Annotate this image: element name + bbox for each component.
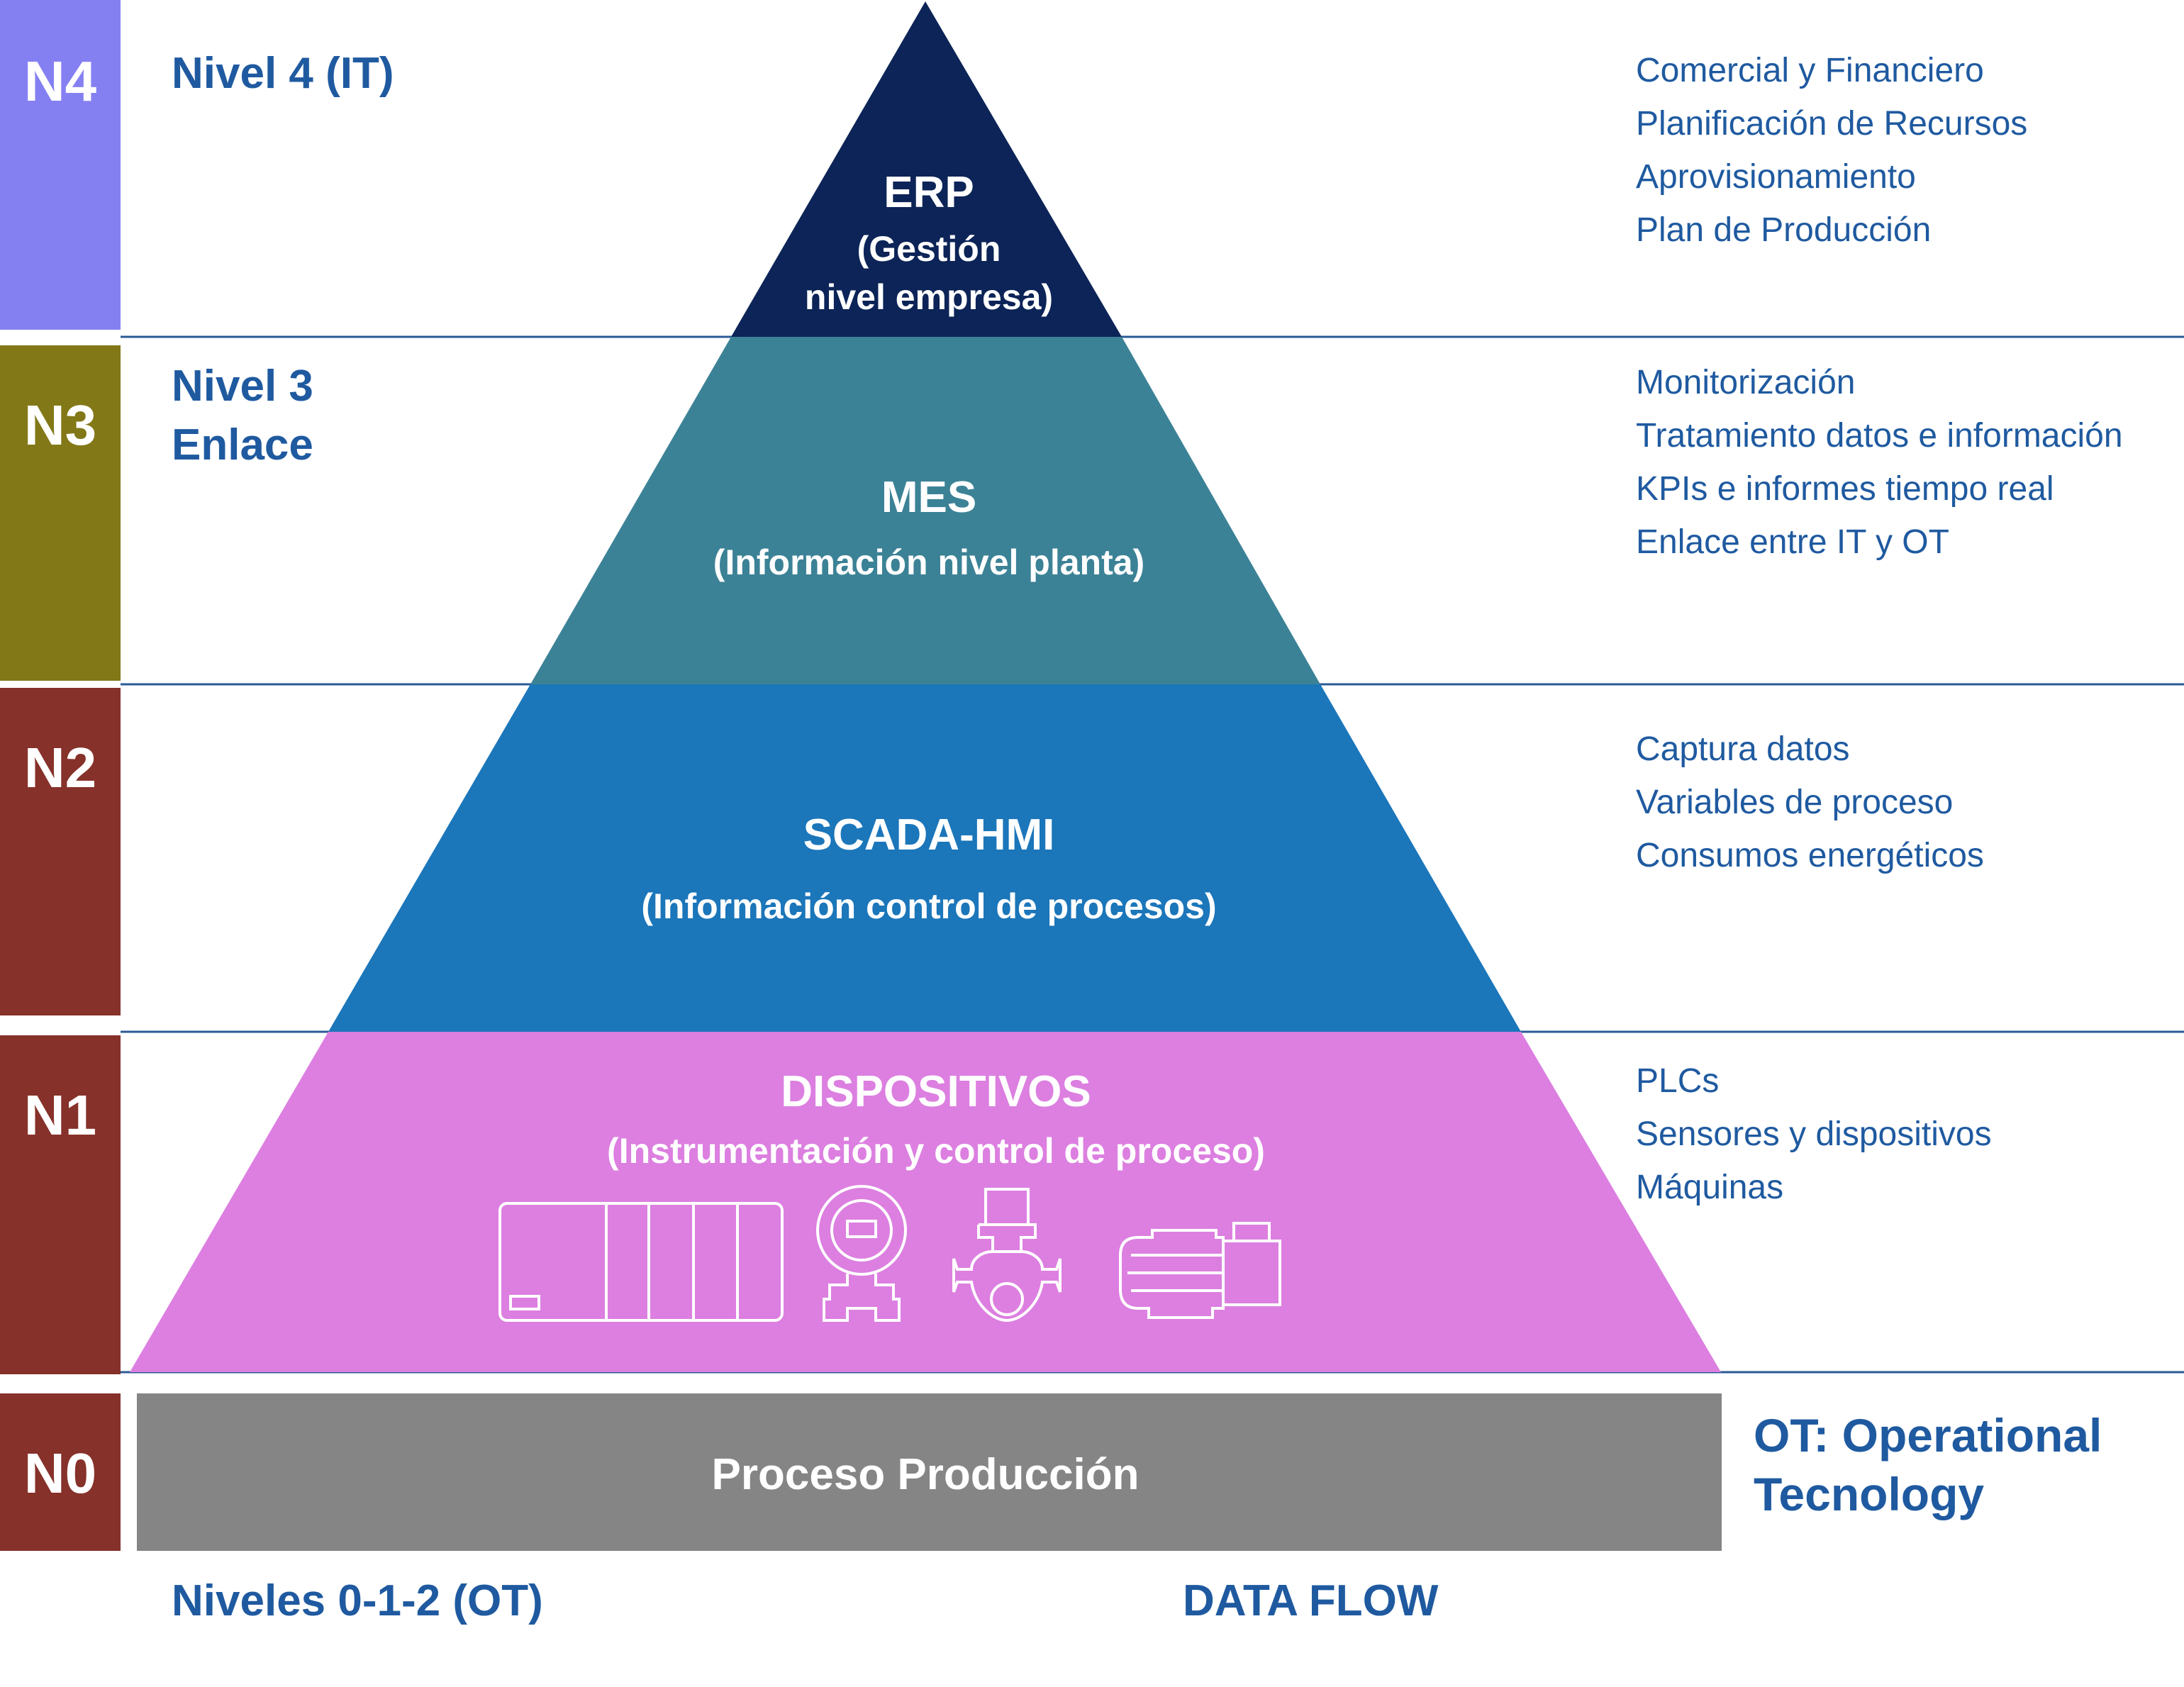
mes-title: MES [881, 473, 976, 522]
list-item: Enlace entre IT y OT [1636, 523, 1949, 561]
footer-ot-levels: Niveles 0-1-2 (OT) [172, 1576, 543, 1625]
badge-n3-label: N3 [24, 394, 96, 457]
list-item: Consumos energéticos [1636, 837, 1984, 874]
devices-layer [130, 1032, 1721, 1372]
ot-label-line2: Tecnology [1754, 1468, 1984, 1520]
plc-rack-icon [498, 1202, 784, 1322]
scada-subtitle: (Información control de procesos) [641, 886, 1216, 926]
badge-n0-bg [0, 1393, 121, 1551]
ot-label-line1: OT: Operational [1754, 1409, 2102, 1461]
level-heading-n3-line1: Nivel 3 [172, 362, 313, 411]
badge-n2: N2 [0, 688, 121, 1015]
list-item: Comercial y Financiero [1636, 52, 1984, 89]
badge-n4-label: N4 [24, 50, 97, 113]
process-title: Proceso Producción [712, 1450, 1140, 1499]
badge-n0: N0 [0, 1393, 121, 1551]
process-layer [137, 1393, 1722, 1551]
scada-layer [328, 684, 1521, 1032]
badge-n1-bg [0, 1035, 121, 1374]
function-lists: Comercial y Financiero Planificación de … [1636, 52, 2123, 1206]
list-item: Sensores y dispositivos [1636, 1115, 1992, 1153]
badge-n4: N4 [0, 0, 121, 330]
scada-title: SCADA-HMI [803, 811, 1055, 859]
badge-n3: N3 [0, 345, 121, 681]
footer: Niveles 0-1-2 (OT) DATA FLOW [172, 1576, 1439, 1625]
control-valve-icon [952, 1188, 1062, 1323]
badge-n4-bg [0, 0, 121, 330]
level-heading-n3-line2: Enlace [172, 421, 313, 469]
functions-n2: Captura datos Variables de proceso Consu… [1636, 730, 1984, 874]
list-item: Aprovisionamiento [1636, 158, 1916, 196]
functions-n1: PLCs Sensores y dispositivos Máquinas [1636, 1062, 1992, 1206]
badge-n2-bg [0, 688, 121, 1015]
list-item: PLCs [1636, 1062, 1719, 1100]
level-heading-n4: Nivel 4 (IT) [172, 49, 394, 98]
badge-n3-bg [0, 345, 121, 681]
functions-n4: Comercial y Financiero Planificación de … [1636, 52, 2027, 249]
level-headings: Nivel 4 (IT) Nivel 3 Enlace [172, 49, 394, 469]
list-item: Tratamiento datos e información [1636, 417, 2123, 455]
list-item: Máquinas [1636, 1169, 1783, 1206]
functions-n3: Monitorización Tratamiento datos e infor… [1636, 364, 2123, 561]
footer-data-flow: DATA FLOW [1183, 1576, 1439, 1625]
erp-layer [731, 1, 1122, 337]
badge-n1-label: N1 [24, 1084, 96, 1147]
badge-n2-label: N2 [24, 736, 96, 799]
list-item: Planificación de Recursos [1636, 105, 2027, 143]
ot-label: OT: Operational Tecnology [1754, 1409, 2102, 1520]
erp-subtitle-2: nivel empresa) [805, 277, 1053, 317]
badge-n1: N1 [0, 1035, 121, 1374]
list-item: Variables de proceso [1636, 784, 1953, 821]
pyramid: ERP (Gestión nivel empresa) MES (Informa… [130, 1, 1722, 1551]
list-item: KPIs e informes tiempo real [1636, 470, 2054, 508]
erp-subtitle-1: (Gestión [857, 229, 1001, 269]
erp-title: ERP [884, 168, 974, 217]
level-badges: N4 N3 N2 N1 N0 [0, 0, 121, 1551]
devices-title: DISPOSITIVOS [781, 1067, 1091, 1116]
list-item: Monitorización [1636, 364, 1855, 401]
list-item: Plan de Producción [1636, 211, 1931, 249]
list-item: Captura datos [1636, 730, 1850, 768]
pressure-transmitter-icon [816, 1185, 907, 1322]
mes-layer [530, 337, 1320, 684]
mes-subtitle: (Información nivel planta) [713, 542, 1144, 582]
electric-motor-icon [1119, 1222, 1281, 1319]
devices-subtitle: (Instrumentación y control de proceso) [607, 1131, 1265, 1171]
badge-n0-label: N0 [24, 1442, 96, 1505]
